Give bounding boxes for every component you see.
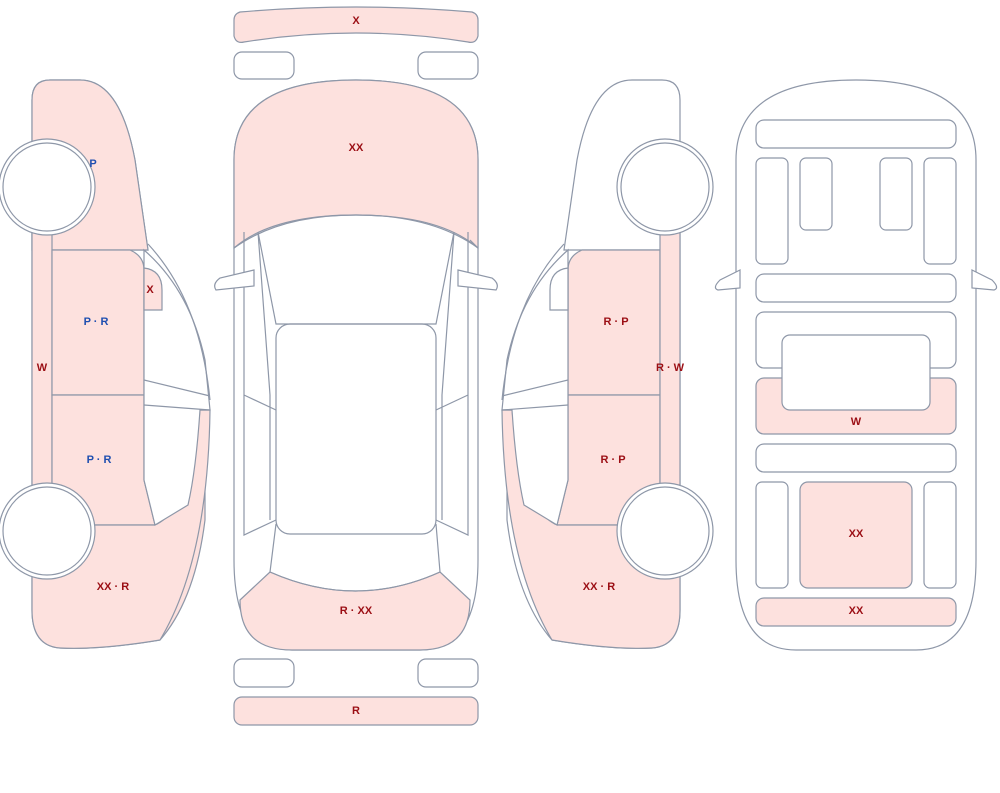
label-left-front-door: P · R (84, 316, 109, 328)
label-rear-deck: R · XX (340, 605, 373, 617)
label-right-rocker: R · W (656, 362, 685, 374)
interior-right-door-rear[interactable] (923, 481, 957, 589)
label-right-quarter: XX · R (583, 581, 615, 593)
interior-right-mirror[interactable] (971, 269, 998, 291)
label-left-quarter: XX · R (97, 581, 129, 593)
right-side-view (501, 79, 714, 649)
windshield-line (233, 214, 479, 249)
label-left-mirror: X (146, 284, 154, 296)
interior-passenger-seat[interactable] (879, 157, 913, 231)
right-taillight-panel[interactable] (417, 658, 479, 688)
right-headlight-panel[interactable] (417, 51, 479, 80)
interior-console[interactable] (755, 273, 957, 303)
rear-window-line (269, 523, 441, 592)
interior-rear-headrest[interactable] (781, 334, 931, 411)
interior-left-mirror[interactable] (714, 269, 741, 291)
right-mirror-panel[interactable] (549, 267, 569, 311)
left-window-lines (143, 243, 211, 411)
interior-driver-seat[interactable] (799, 157, 833, 231)
left-taillight-panel[interactable] (233, 658, 295, 688)
right-front-wheel[interactable] (620, 142, 710, 232)
label-interior-trunk-sill: XX (849, 605, 864, 617)
label-interior-cargo: XX (849, 528, 864, 540)
interior-left-door-front[interactable] (755, 157, 789, 265)
top-view (214, 6, 498, 726)
right-rear-wheel[interactable] (620, 486, 710, 576)
interior-dashboard[interactable] (755, 119, 957, 149)
right-window-lines (501, 243, 569, 411)
label-left-fender: P (89, 158, 96, 170)
left-side-view (0, 79, 211, 649)
left-headlight-panel[interactable] (233, 51, 295, 80)
label-left-rear-door: P · R (87, 454, 112, 466)
left-front-wheel[interactable] (2, 142, 92, 232)
interior-cargo-panel[interactable] (799, 481, 913, 589)
right-side-lines (435, 231, 469, 536)
top-left-mirror[interactable] (214, 269, 255, 291)
interior-parcel-shelf[interactable] (755, 443, 957, 473)
label-left-rocker: W (37, 362, 48, 374)
label-hood: XX (349, 142, 364, 154)
rear-bumper-panel[interactable] (233, 696, 479, 726)
interior-trunk-sill-panel[interactable] (755, 597, 957, 627)
left-side-lines (243, 231, 277, 536)
label-interior-rear-seat: W (851, 416, 862, 428)
roof-outline (275, 323, 437, 535)
label-right-rear-door: R · P (600, 454, 625, 466)
label-front-bumper: X (352, 15, 360, 27)
interior-right-door-front[interactable] (923, 157, 957, 265)
interior-view (714, 79, 998, 651)
label-rear-bumper: R (352, 705, 360, 717)
front-bumper-panel[interactable] (233, 6, 479, 43)
damage-labels: X XX R · XX R P X P · R P · R W XX · R R… (37, 15, 864, 717)
left-rear-wheel[interactable] (2, 486, 92, 576)
interior-left-door-rear[interactable] (755, 481, 789, 589)
left-mirror-panel[interactable] (143, 267, 163, 311)
label-right-front-door: R · P (603, 316, 628, 328)
top-right-mirror[interactable] (457, 269, 498, 291)
